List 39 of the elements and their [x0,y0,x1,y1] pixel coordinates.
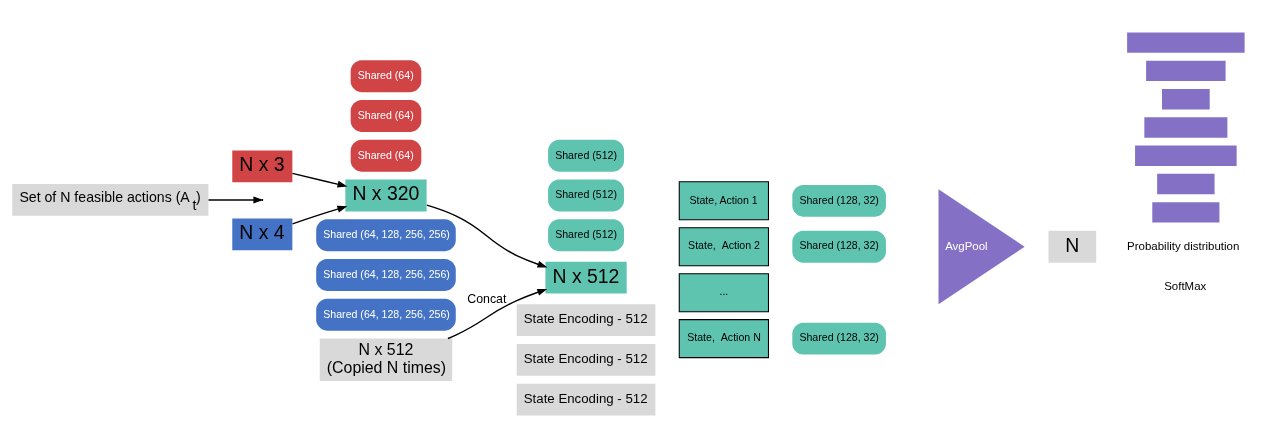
arrow [447,288,548,340]
node-box: State Encoding - 512 [516,343,656,376]
node-box: Shared (64, 128, 256, 256) [316,219,456,252]
node-box: N [1048,230,1097,263]
node-box: ... [678,273,769,313]
node-box: N x 320 [345,179,427,212]
node-box: N x 512 (Copied N times) [319,338,453,381]
node-bar [1162,89,1210,110]
node-box: N x 512 [545,261,627,294]
node-box: Shared (64, 128, 256, 256) [316,298,456,331]
node-box: Shared (64) [350,139,422,172]
node-box: Shared (128, 32) [792,230,886,263]
node-box: N x 4 [232,218,293,251]
node-bar [1157,173,1215,195]
node-box: Shared (512) [548,179,625,212]
node-box: State, Action N [678,319,769,359]
node-box: Shared (64) [350,100,422,132]
node-box: Shared (64, 128, 256, 256) [316,259,456,291]
node-box: N x 3 [232,150,293,183]
node-box: Shared (512) [548,139,625,172]
node-box: State, Action 1 [678,181,769,221]
node-box: Shared (512) [548,219,625,252]
node-bar [1144,117,1228,138]
arrow [426,204,548,268]
label: Probability distribution [1127,239,1240,252]
label: SoftMax [1164,279,1207,292]
node-box: State, Action 2 [678,227,769,267]
node-box: State Encoding - 512 [516,304,656,336]
node-bar [1135,145,1237,166]
arrow [291,205,348,225]
arrow [291,172,348,188]
node-bar [1146,60,1226,82]
node-box: Shared (128, 32) [792,184,886,217]
node-box: Shared (64) [350,60,422,93]
node-bar [1127,32,1245,53]
edge-label: Concat [467,291,507,306]
node-bar [1152,202,1220,223]
node-box: Shared (128, 32) [792,322,886,355]
node-box: State Encoding - 512 [516,383,656,416]
